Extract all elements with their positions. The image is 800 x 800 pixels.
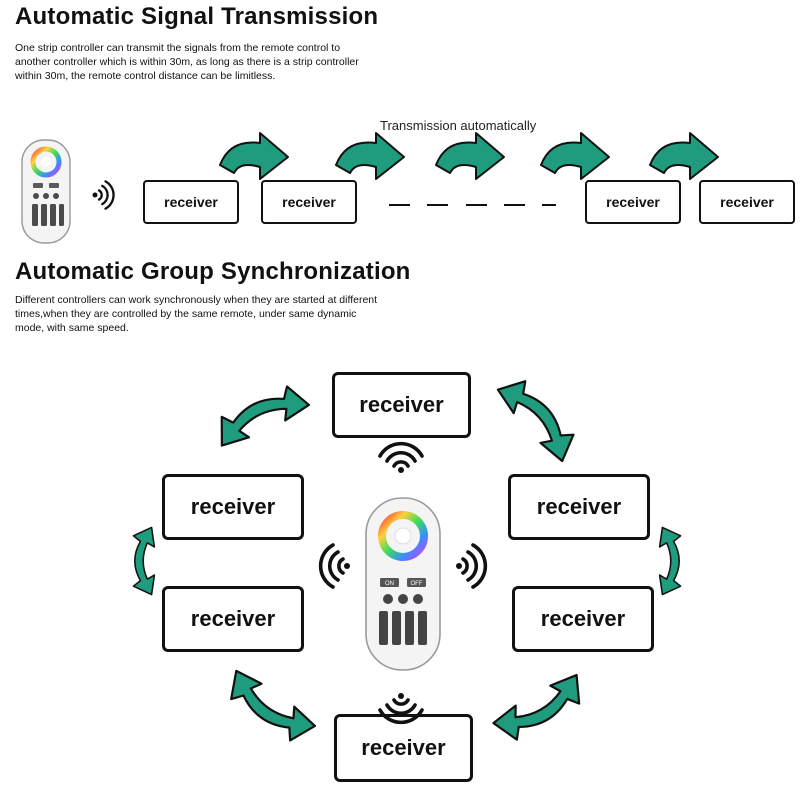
- curved-arrow-icon: [435, 132, 505, 180]
- curved-arrow-icon: [335, 132, 405, 180]
- ring-receiver-left-upper: receiver: [162, 474, 304, 540]
- section1-line: One strip controller can transmit the si…: [15, 42, 341, 54]
- remote-control-icon: [21, 139, 71, 244]
- double-curved-arrow-icon: [132, 526, 156, 596]
- remote-control-icon: ON OFF: [365, 497, 441, 671]
- double-curved-arrow-icon: [490, 670, 591, 747]
- double-curved-arrow-icon: [220, 666, 319, 749]
- ring-receiver-bottom: receiver: [334, 714, 473, 782]
- chain-receiver-2: receiver: [261, 180, 357, 224]
- ring-receiver-right-upper: receiver: [508, 474, 650, 540]
- wireless-signal-icon: [378, 441, 424, 473]
- remote-on-label: ON: [385, 581, 394, 587]
- wireless-signal-icon: [92, 180, 115, 210]
- ring-receiver-right-lower: receiver: [512, 586, 654, 652]
- section1-title: Automatic Signal Transmission: [15, 3, 379, 30]
- chain-receiver-1: receiver: [143, 180, 239, 224]
- curved-arrow-icon: [540, 132, 610, 180]
- section2-paragraph: Different controllers can work synchrono…: [15, 293, 377, 335]
- wireless-signal-icon: [456, 543, 488, 589]
- section1-paragraph: One strip controller can transmit the si…: [15, 41, 359, 83]
- double-curved-arrow-icon: [493, 371, 583, 465]
- section2-line: Different controllers can work synchrono…: [15, 294, 378, 306]
- section1-line: within 30m, the remote control distance …: [15, 70, 276, 82]
- section1-line: another controller which is within 30m, …: [15, 56, 359, 68]
- ring-receiver-top: receiver: [332, 372, 471, 438]
- curved-arrow-icon: [649, 132, 719, 180]
- double-curved-arrow-icon: [658, 526, 682, 596]
- double-curved-arrow-icon: [209, 380, 312, 451]
- chain-receiver-3: receiver: [585, 180, 681, 224]
- section2-title: Automatic Group Synchronization: [15, 258, 411, 285]
- curved-arrow-icon: [219, 132, 289, 180]
- wireless-signal-icon: [318, 543, 350, 589]
- remote-off-label: OFF: [411, 581, 423, 587]
- section2-line: times,when they are controlled by the sa…: [15, 308, 357, 320]
- chain-receiver-4: receiver: [699, 180, 795, 224]
- ring-receiver-left-lower: receiver: [162, 586, 304, 652]
- transmission-caption: Transmission automatically: [380, 118, 537, 133]
- wireless-signal-icon: [378, 693, 424, 725]
- section2-line: mode, with same speed.: [15, 322, 129, 334]
